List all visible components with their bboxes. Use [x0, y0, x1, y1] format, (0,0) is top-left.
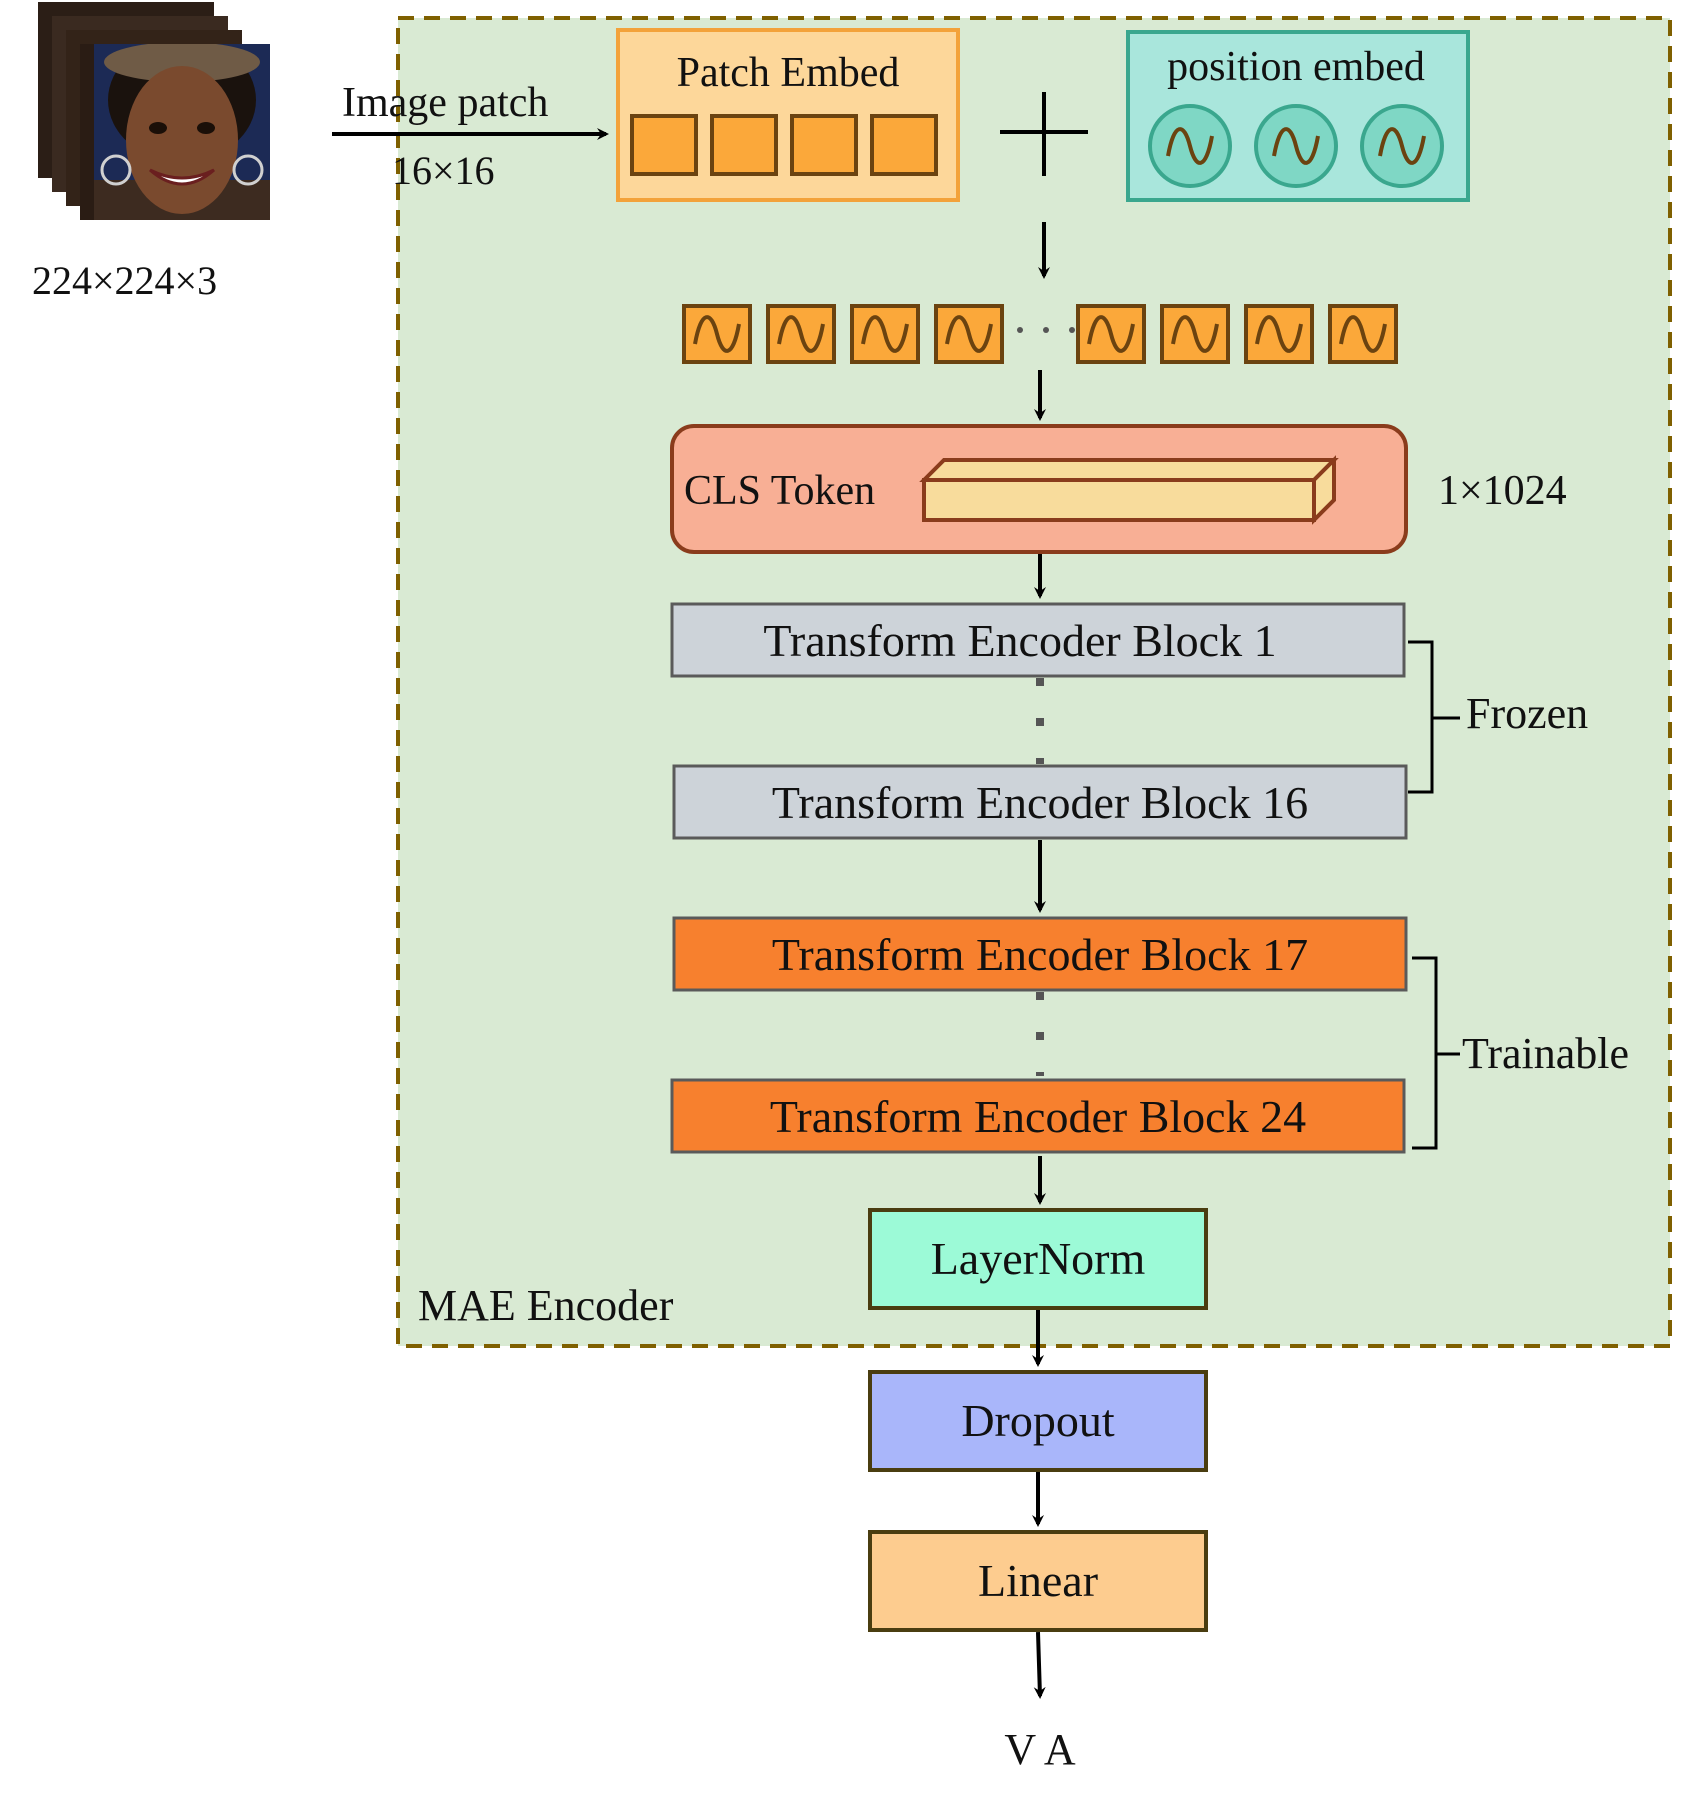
layernorm-box: LayerNorm	[868, 1208, 1208, 1310]
embedded-token	[682, 304, 752, 364]
output-label: V A	[1004, 1725, 1076, 1774]
embedded-token	[766, 304, 836, 364]
encoder-block-24-label: Transform Encoder Block 24	[770, 1091, 1306, 1142]
sine-wave-icon	[1148, 104, 1232, 188]
position-embed-box: position embed	[1126, 30, 1470, 202]
trainable-label: Trainable	[1462, 1029, 1629, 1078]
encoder-block-17: Transform Encoder Block 17	[672, 916, 1408, 992]
patch-cell	[870, 114, 938, 176]
sine-wave-icon	[1360, 104, 1444, 188]
patch-cell	[790, 114, 858, 176]
embedded-token	[1328, 304, 1398, 364]
encoder-block-1: Transform Encoder Block 1	[670, 602, 1406, 678]
patch-embed-label: Patch Embed	[677, 50, 900, 96]
embedded-token	[1076, 304, 1146, 364]
frozen-label: Frozen	[1466, 689, 1588, 738]
flow-arrow	[1033, 1631, 1046, 1699]
patch-size-label: 16×16	[392, 148, 495, 193]
face-image-stack	[38, 2, 270, 220]
cls-token-label: CLS Token	[684, 468, 875, 514]
frozen-bracket	[1408, 640, 1460, 794]
position-embed-label: position embed	[1167, 44, 1425, 90]
cls-token-box: CLS Token	[670, 424, 1408, 554]
plus-symbol	[1000, 92, 1088, 176]
linear-box: Linear	[868, 1530, 1208, 1632]
patch-cell	[630, 114, 698, 176]
embedded-token	[1160, 304, 1230, 364]
encoder-block-24: Transform Encoder Block 24	[670, 1078, 1406, 1154]
encoder-block-16-label: Transform Encoder Block 16	[772, 777, 1308, 828]
patch-cell	[710, 114, 778, 176]
layernorm-label: LayerNorm	[931, 1233, 1146, 1284]
patch-embed-box: Patch Embed	[616, 28, 960, 202]
input-size-label: 224×224×3	[32, 258, 217, 303]
trainable-bracket	[1412, 956, 1460, 1150]
cls-token-bar	[919, 455, 1339, 525]
encoder-block-17-label: Transform Encoder Block 17	[772, 929, 1308, 980]
encoder-block-1-label: Transform Encoder Block 1	[763, 615, 1276, 666]
ellipsis-dots	[1017, 327, 1075, 333]
dropout-box: Dropout	[868, 1370, 1208, 1472]
dropout-label: Dropout	[961, 1395, 1115, 1446]
linear-label: Linear	[978, 1555, 1098, 1606]
embedded-token	[850, 304, 920, 364]
image-patch-label: Image patch	[342, 80, 548, 126]
mae-encoder-label: MAE Encoder	[418, 1281, 674, 1330]
embedded-token	[934, 304, 1004, 364]
encoder-block-16: Transform Encoder Block 16	[672, 764, 1408, 840]
sine-wave-icon	[1254, 104, 1338, 188]
cls-dimension-label: 1×1024	[1438, 468, 1567, 514]
embedded-token	[1244, 304, 1314, 364]
embedded-token-sequence	[682, 304, 1398, 364]
